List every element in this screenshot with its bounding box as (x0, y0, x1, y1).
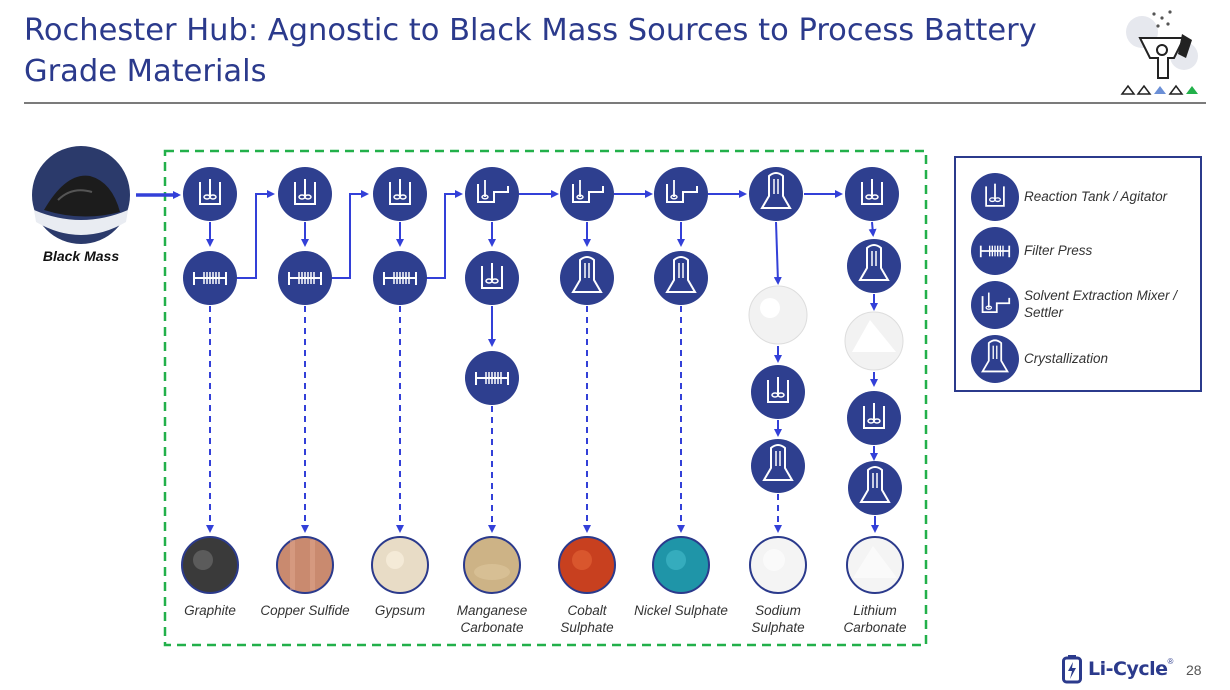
product-label-gypsum: Gypsum (352, 602, 448, 619)
legend-label: Crystallization (1024, 334, 1199, 382)
product-label-nickel-sulphate: Nickel Sulphate (633, 602, 729, 619)
product-label-graphite: Graphite (162, 602, 258, 619)
crystallization-node (751, 439, 805, 493)
crystallization-node (848, 461, 902, 515)
legend-item-crystallization: Crystallization (970, 334, 1202, 384)
brand-name: Li-Cycle (1088, 658, 1168, 680)
connector-1-2 (237, 194, 272, 278)
crystallization-node (654, 251, 708, 305)
black-mass-label: Black Mass (26, 248, 136, 264)
solvent-extraction-node (465, 167, 519, 221)
black-mass-image (32, 146, 130, 244)
product-label-cobalt-sulphate: Cobalt Sulphate (539, 602, 635, 636)
solvent-extraction-node (654, 167, 708, 221)
legend-item-solvent-extraction: Solvent Extraction Mixer / Settler (970, 280, 1202, 330)
product-label-lithium-carbonate: Lithium Carbonate (827, 602, 923, 636)
solvent-extraction-node (560, 167, 614, 221)
legend-label: Reaction Tank / Agitator (1024, 172, 1199, 220)
crystallization-node (560, 251, 614, 305)
legend-item-reaction-tank: Reaction Tank / Agitator (970, 172, 1202, 222)
intermediate-salt-image (749, 286, 807, 344)
connector-2-3 (331, 194, 366, 278)
page-number: 28 (1186, 662, 1202, 678)
brand-logo: Li-Cycle ® (1062, 654, 1173, 684)
product-label-copper-sulfide: Copper Sulfide (257, 602, 353, 619)
filter-press-icon (970, 226, 1020, 276)
legend-label: Filter Press (1024, 226, 1199, 274)
solvent-extraction-icon (970, 280, 1020, 330)
connector-3-4 (426, 194, 460, 278)
product-label-manganese-carbonate: Manganese Carbonate (444, 602, 540, 636)
crystallization-icon (970, 334, 1020, 384)
crystallization-node (847, 239, 901, 293)
intermediate-salt-image (845, 312, 903, 370)
legend-label: Solvent Extraction Mixer / Settler (1024, 280, 1199, 328)
crystallization-node (749, 167, 803, 221)
copper-sulfide-image (277, 537, 333, 593)
battery-icon (1062, 654, 1082, 684)
brand-registered-mark: ® (1168, 657, 1174, 666)
legend: Reaction Tank / Agitator Filter Press So… (954, 156, 1202, 392)
product-label-sodium-sulphate: Sodium Sulphate (730, 602, 826, 636)
legend-item-filter-press: Filter Press (970, 226, 1202, 276)
reaction-tank-icon (970, 172, 1020, 222)
